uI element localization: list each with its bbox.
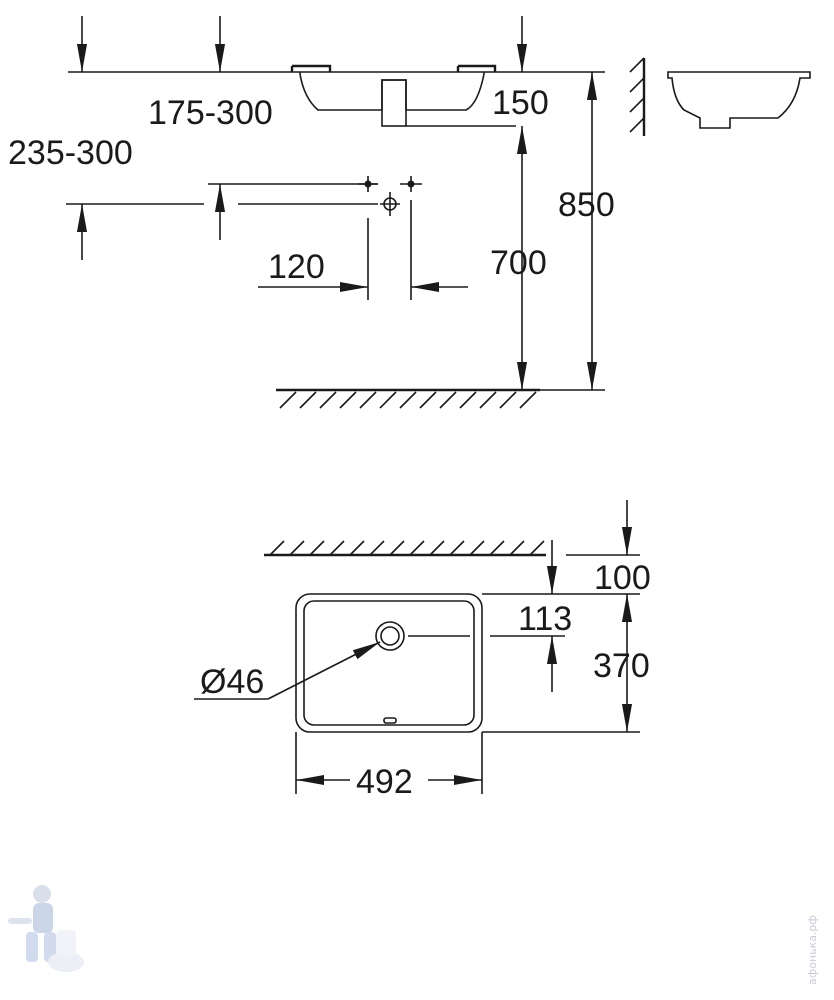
counter-height-dimension: 850 <box>558 72 615 390</box>
wall-profile <box>629 57 811 136</box>
wall-offset-label: 100 <box>594 559 651 597</box>
drain-offset-dimension: 113 <box>518 540 572 692</box>
side-view: 175-300 150 235-300 <box>8 16 811 409</box>
wall-hatch-top <box>264 540 640 557</box>
tap-distance-label: 175-300 <box>148 94 273 132</box>
basin-depth-dimension: 150 <box>492 16 549 176</box>
site-watermark: афонька.рф <box>806 915 819 985</box>
wall-offset-dimension: 100 <box>482 500 651 597</box>
tap-distance-dimension: 175-300 <box>76 16 273 132</box>
basin-section-side <box>290 64 516 127</box>
width-dimension: 492 <box>295 732 483 801</box>
drain-offset-label: 113 <box>518 600 572 638</box>
drain-height-label: 235-300 <box>8 134 133 172</box>
width-label: 492 <box>356 763 413 801</box>
spacing-dimension: 120 <box>258 200 468 300</box>
drain-height-dimension: 235-300 <box>8 134 378 260</box>
depth-label: 370 <box>593 647 650 685</box>
floor-hatch <box>276 388 605 409</box>
drain-diameter-callout: Ø46 <box>194 641 381 701</box>
depth-dimension: 370 <box>482 594 650 733</box>
floor-to-basin-label: 700 <box>490 244 547 282</box>
drain-diameter-label: Ø46 <box>200 663 264 701</box>
top-view: Ø46 100 113 370 492 <box>194 500 651 801</box>
floor-to-basin-dimension: 700 <box>490 176 547 390</box>
water-connections <box>358 176 422 216</box>
basin-outline-top <box>295 593 483 733</box>
plumber-mascot-icon <box>8 885 84 972</box>
basin-depth-label: 150 <box>492 84 549 122</box>
counter-height-label: 850 <box>558 186 615 224</box>
spacing-label: 120 <box>268 248 325 286</box>
